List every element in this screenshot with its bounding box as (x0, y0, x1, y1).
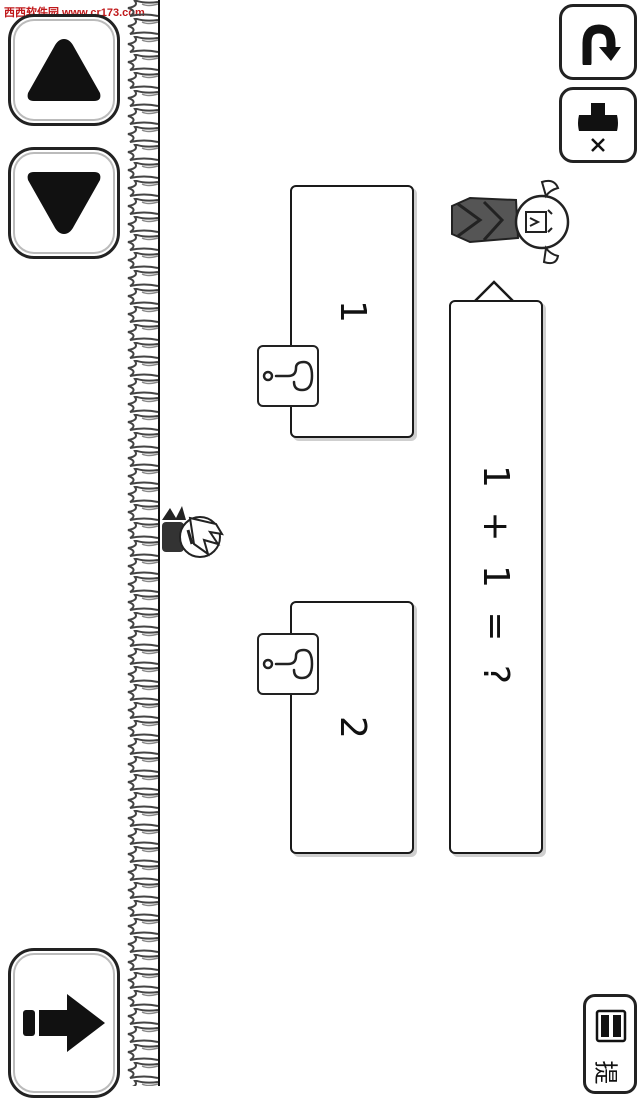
question-text: 1 + 1 = ? (475, 464, 517, 690)
triangle-up-icon (27, 39, 101, 101)
answer-card-2[interactable]: 2 (290, 601, 414, 854)
hint-button-1[interactable] (257, 345, 319, 407)
grass-ground (120, 0, 160, 1086)
question-hook-icon (262, 648, 314, 680)
triangle-down-icon (27, 172, 101, 234)
answer-label-1: 1 (331, 300, 373, 323)
question-hook-icon (262, 360, 314, 392)
player-character (162, 506, 224, 558)
question-bubble: 1 + 1 = ? (449, 300, 543, 854)
move-down-button[interactable] (8, 147, 120, 259)
answer-label-2: 2 (331, 716, 373, 739)
speech-bubble-tail (474, 280, 514, 303)
book-icon (595, 1009, 627, 1043)
undo-arrow-icon (582, 24, 621, 65)
ground-line (158, 0, 160, 1086)
book-label: 提 (591, 1060, 620, 1085)
npc-character (451, 179, 570, 265)
book-button[interactable]: 提 (583, 994, 637, 1094)
action-arrow-button[interactable] (8, 948, 120, 1098)
hint-button-2[interactable] (257, 633, 319, 695)
arrow-right-icon (23, 994, 105, 1052)
undo-button[interactable] (559, 4, 637, 80)
mute-speaker-icon (578, 103, 618, 152)
mute-button[interactable] (559, 87, 637, 163)
move-up-button[interactable] (8, 14, 120, 126)
